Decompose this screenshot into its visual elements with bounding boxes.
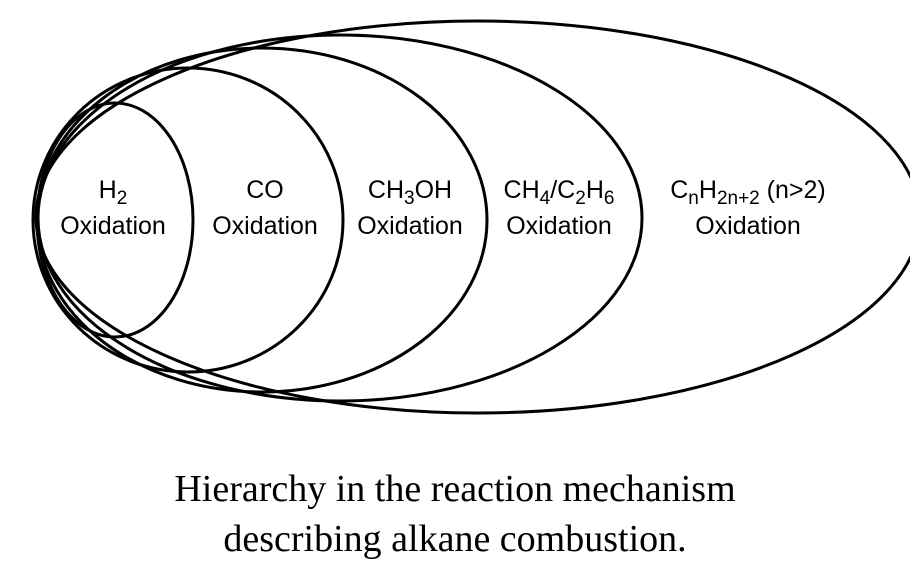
- formula-text: /C: [550, 176, 575, 204]
- formula-text: (n>2): [760, 176, 826, 204]
- caption-line-2: describing alkane combustion.: [223, 518, 687, 560]
- formula-text: H: [99, 176, 117, 204]
- formula-text: CH: [504, 176, 540, 204]
- formula-level-2: CO: [246, 176, 284, 204]
- label-group: H2OxidationCOOxidationCH3OHOxidationCH4/…: [60, 176, 826, 240]
- formula-level-4: CH4/C2H6: [504, 176, 615, 209]
- nested-ellipse-diagram: H2OxidationCOOxidationCH3OHOxidationCH4/…: [31, 19, 910, 415]
- formula-text: CH: [368, 176, 404, 204]
- label-level-4: Oxidation: [506, 212, 612, 240]
- label-level-2: Oxidation: [212, 212, 318, 240]
- formula-subscript: 6: [604, 188, 615, 209]
- formula-subscript: 2: [117, 188, 128, 209]
- formula-level-5: CnH2n+2 (n>2): [670, 176, 826, 209]
- formula-text: C: [670, 176, 688, 204]
- caption-line-1: Hierarchy in the reaction mechanism: [174, 468, 736, 510]
- formula-text: CO: [246, 176, 284, 204]
- formula-subscript: n: [688, 188, 699, 209]
- label-level-1: Oxidation: [60, 212, 166, 240]
- formula-subscript: 3: [404, 188, 415, 209]
- formula-text: H: [699, 176, 717, 204]
- ellipse-level-2: [31, 66, 345, 374]
- formula-level-3: CH3OH: [368, 176, 452, 209]
- formula-text: OH: [415, 176, 453, 204]
- ellipse-level-1: [35, 101, 195, 339]
- label-level-5: Oxidation: [695, 212, 801, 240]
- formula-text: H: [586, 176, 604, 204]
- formula-subscript: 2n+2: [717, 188, 760, 209]
- formula-subscript: 2: [575, 188, 586, 209]
- label-level-3: Oxidation: [357, 212, 463, 240]
- formula-subscript: 4: [540, 188, 551, 209]
- formula-level-1: H2: [99, 176, 128, 209]
- ellipse-group: [31, 19, 910, 415]
